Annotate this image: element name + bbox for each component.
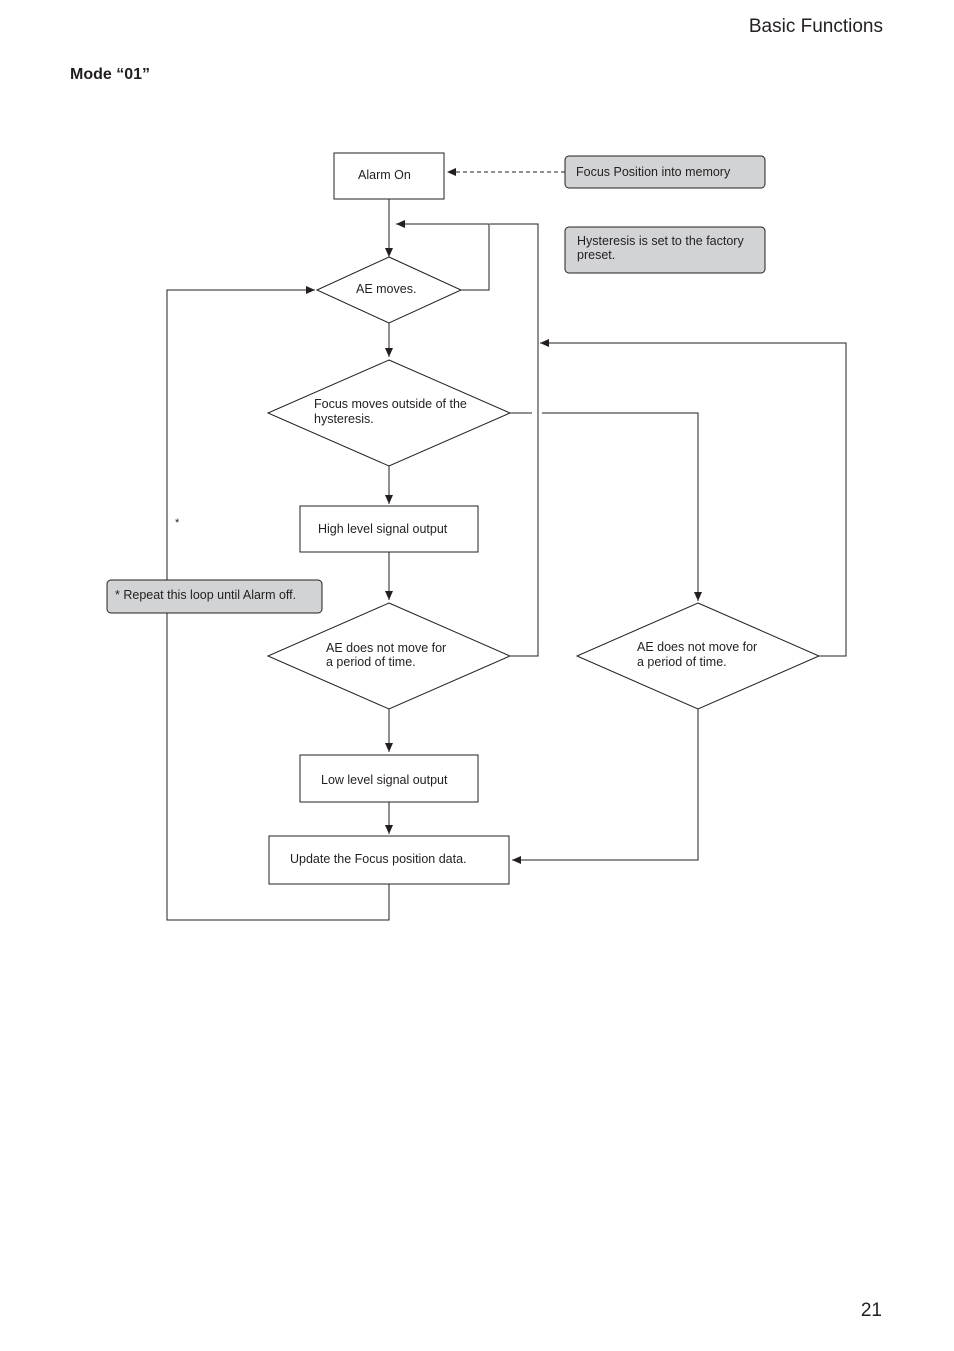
- node-update-focus: Update the Focus position data.: [268, 835, 510, 885]
- node-ae-moves-label: AE moves.: [356, 282, 416, 296]
- note-hysteresis-line1: Hysteresis is set to the factory: [577, 234, 744, 248]
- loop-ae-left-back: [490, 223, 539, 657]
- node-ae-no-move-right-line1: AE does not move for: [637, 640, 757, 654]
- node-high-signal: High level signal output: [299, 505, 479, 553]
- node-high-signal-label: High level signal output: [318, 522, 448, 536]
- node-focus-moves-label-line2: hysteresis.: [314, 412, 374, 426]
- loop-ae-self: [396, 220, 490, 291]
- node-ae-no-move-left-line1: AE does not move for: [326, 641, 446, 655]
- node-ae-no-move-left: AE does not move for a period of time.: [266, 602, 512, 710]
- node-low-signal-label: Low level signal output: [321, 773, 448, 787]
- note-focus-memory-label: Focus Position into memory: [576, 165, 731, 179]
- loop-marker: *: [175, 517, 180, 529]
- note-focus-memory: Focus Position into memory: [564, 155, 766, 189]
- node-ae-no-move-right-line2: a period of time.: [637, 655, 727, 669]
- note-repeat-loop: * Repeat this loop until Alarm off.: [106, 579, 323, 614]
- mode-title: Mode “01”: [70, 66, 151, 83]
- note-hysteresis-line2: preset.: [577, 248, 615, 262]
- node-ae-no-move-left-line2: a period of time.: [326, 655, 416, 669]
- node-alarm-on-label: Alarm On: [358, 168, 411, 182]
- node-alarm-on: Alarm On: [333, 152, 445, 200]
- loop-ae-right-back: [540, 339, 847, 657]
- arrow-focus-to-ae-right: [542, 412, 702, 601]
- node-ae-no-move-right: AE does not move for a period of time.: [575, 602, 821, 710]
- section-title: Basic Functions: [748, 16, 883, 37]
- node-update-focus-label: Update the Focus position data.: [290, 852, 467, 866]
- connectors: [166, 168, 847, 921]
- node-low-signal: Low level signal output: [299, 754, 479, 803]
- loop-update-to-ae: [166, 286, 390, 921]
- node-ae-moves: AE moves.: [315, 256, 463, 324]
- note-hysteresis: Hysteresis is set to the factory preset.: [564, 226, 766, 274]
- note-repeat-loop-label: * Repeat this loop until Alarm off.: [115, 588, 296, 602]
- node-focus-moves-label-line1: Focus moves outside of the: [314, 397, 467, 411]
- arrow-ae-right-to-update: [512, 709, 699, 864]
- page-number: 21: [860, 1300, 882, 1321]
- node-focus-moves: Focus moves outside of the hysteresis.: [266, 359, 512, 467]
